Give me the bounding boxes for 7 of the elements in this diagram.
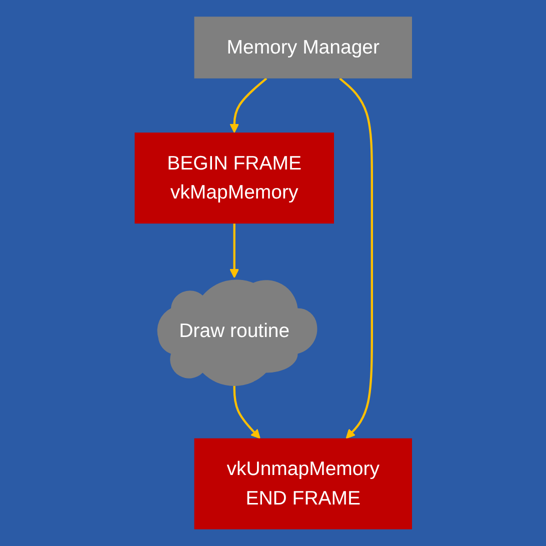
arrow <box>338 78 373 439</box>
arrow <box>229 224 239 278</box>
arrow <box>229 78 267 133</box>
node-box: BEGIN FRAME vkMapMemory <box>134 132 334 224</box>
node-box: vkUnmapMemory END FRAME <box>194 438 412 530</box>
arrow <box>232 384 260 439</box>
node-box: Memory Manager <box>194 16 412 78</box>
